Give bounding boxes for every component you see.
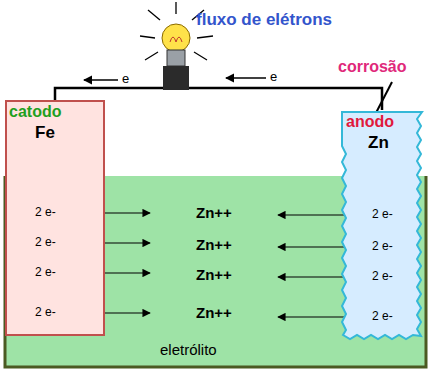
electrode-label: Fe [35,124,55,143]
electrode: catodoFe 2 e- 2 e- 2 e- 2 e- [5,100,105,336]
electrode-label: catodo [9,103,61,121]
callout-label: corrosão [338,58,406,76]
electron-label: 2 e- [35,236,56,249]
electron-label: e [122,72,129,86]
ion-label: Zn++ [196,237,232,254]
electron-label: 2 e- [35,206,56,219]
ion-label: Zn++ [196,205,232,222]
title-label: fluxo de elétrons [196,11,332,30]
electrode-label: Zn [368,134,389,153]
electrode-label: anodo [346,113,394,131]
electron-arrow [226,77,266,78]
ion-arrows [66,213,367,317]
electron-label: e [270,70,277,84]
electron-label: 2 e- [372,310,393,323]
ion-label: Zn++ [196,305,232,322]
electron-label: 2 e- [372,208,393,221]
ion-label: Zn++ [196,267,232,284]
region-label: eletrólito [160,342,217,359]
electron-label: 2 e- [372,240,393,253]
electron-arrow [84,79,118,80]
electron-label: 2 e- [35,306,56,319]
electron-label: 2 e- [372,270,393,283]
electron-label: 2 e- [35,266,56,279]
electrode: anodoZn 2 e- 2 e- 2 e- 2 e- [340,110,424,342]
